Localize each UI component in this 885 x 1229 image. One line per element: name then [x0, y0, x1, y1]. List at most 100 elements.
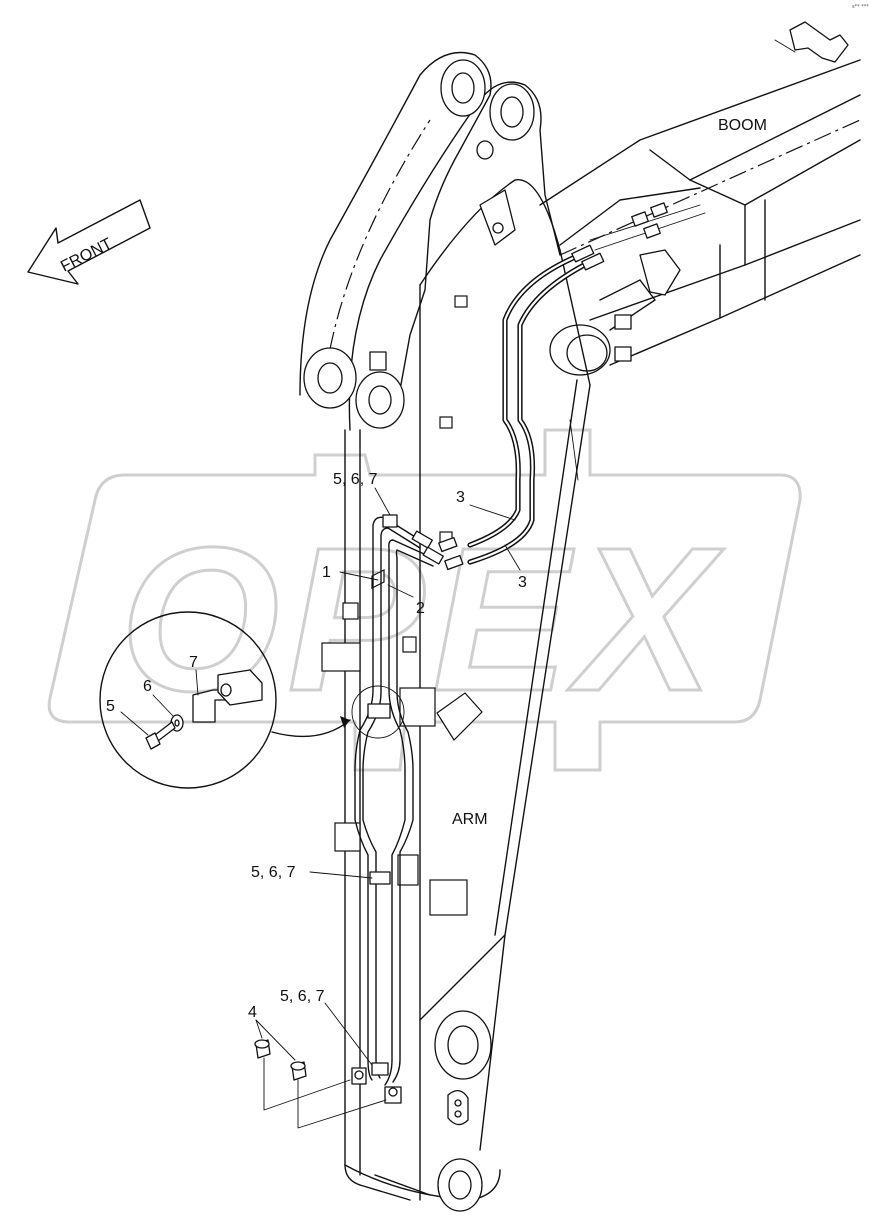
- bottom-fittings: [254, 1039, 402, 1129]
- boom-rear-edge: [719, 199, 766, 319]
- hose-fitting-1: [438, 536, 458, 553]
- pad: [334, 822, 361, 852]
- boom-fitting-3: [643, 223, 661, 239]
- arm-lower-taper: [419, 934, 506, 1021]
- pipe-2-outer: [384, 539, 434, 1086]
- hose-fitting-2: [444, 554, 464, 571]
- hose-3-fitting-top: [571, 244, 595, 263]
- leader-567-b: [309, 871, 373, 879]
- arm-foot-bore-right: [368, 385, 392, 415]
- arm-tip-bore-upper: [447, 1025, 479, 1065]
- clamp-middle-circled: [367, 703, 391, 719]
- arm-label: ARM: [452, 811, 488, 828]
- leader-5: [120, 711, 149, 736]
- watermark-gear-outline: [47, 428, 802, 772]
- leader-567-c: [324, 1002, 373, 1066]
- arm-tip-slot-hole-1: [454, 1099, 462, 1107]
- callout-567-b: 5, 6, 7: [251, 864, 296, 881]
- detail-circle: [99, 611, 277, 789]
- boom-label: BOOM: [718, 117, 767, 134]
- boom-outline-top: [539, 59, 861, 206]
- front-arrow-outline: [27, 199, 151, 285]
- leader-2: [387, 584, 414, 598]
- arm-bracket-plate-outer: [299, 51, 492, 396]
- callout-567-a: 5, 6, 7: [333, 471, 378, 488]
- arm-right-edge: [479, 384, 591, 1151]
- clip-7-hole: [220, 683, 232, 697]
- arm-tip-bore-lower: [448, 1170, 472, 1200]
- clamp-upper: [382, 514, 398, 528]
- detail-view: [99, 611, 351, 789]
- plug-4-b-top: [290, 1061, 306, 1071]
- arm-foot-clip: [369, 351, 387, 371]
- arm-bracket-centerline: [324, 119, 431, 381]
- boom-clamp-block: [789, 21, 849, 63]
- hose-assembly-3: [467, 244, 605, 565]
- hose-3-b-core: [468, 260, 592, 564]
- callout-3-b: 3: [518, 574, 527, 591]
- arm-top-plate-bolt: [492, 222, 504, 234]
- boom-underside-2: [589, 219, 861, 321]
- pad: [436, 692, 483, 741]
- clamp-lower: [369, 871, 391, 885]
- leader-567-a: [374, 487, 391, 516]
- callout-567-c: 5, 6, 7: [280, 988, 325, 1005]
- boom-pin: [566, 334, 608, 372]
- arm-tip-slot: [447, 1090, 469, 1126]
- hose-3-a-core: [468, 253, 582, 547]
- detail-pointer-head: [340, 716, 350, 728]
- plug-4-leader-a: [263, 1057, 351, 1111]
- leader-4-a: [255, 1019, 263, 1039]
- boom-pad-2: [614, 346, 632, 362]
- arm-tip-plate: [359, 1174, 431, 1201]
- callout-3-a: 3: [456, 489, 465, 506]
- leader-3-b: [504, 544, 521, 571]
- arm-top-stud: [476, 140, 494, 160]
- arm-weld-seam: [569, 419, 579, 481]
- boom-outline-mid: [649, 94, 861, 181]
- leader-6: [152, 694, 174, 717]
- callout-leaders: [255, 487, 521, 1066]
- callout-7: 7: [189, 654, 198, 671]
- front-arrow: FRONT: [27, 199, 151, 285]
- leader-7: [195, 669, 199, 696]
- sheet-code: s** ***: [852, 4, 869, 10]
- arm-structure: ARM: [299, 51, 591, 1212]
- detail-circle-marker: [351, 685, 405, 739]
- callout-2: 2: [416, 600, 425, 617]
- callouts: 5, 6, 7 1 2 3 3 5, 6, 7 5, 6, 7 4 5 6 7: [106, 471, 527, 1021]
- pad: [439, 416, 453, 429]
- boom-pad-1: [614, 314, 632, 330]
- clip-7-saddle: [217, 669, 263, 706]
- callout-4: 4: [248, 1004, 257, 1021]
- pad: [397, 854, 419, 886]
- pipe-1-inner: [362, 527, 421, 1079]
- washer-6-hole: [174, 719, 180, 727]
- boom-structure: BOOM: [539, 21, 861, 376]
- end-block-right-port: [388, 1087, 398, 1097]
- arm-top-plate: [479, 189, 516, 246]
- arm-tip-slot-hole-2: [454, 1110, 462, 1118]
- arm-top-bore-left: [451, 72, 475, 104]
- arm-foot-bore-left: [317, 362, 343, 394]
- callout-5: 5: [106, 698, 115, 715]
- front-label: FRONT: [58, 235, 115, 275]
- pipe-2-inner: [392, 549, 434, 1083]
- boom-outline-bottom: [559, 187, 701, 246]
- clamp-bottom: [371, 1062, 389, 1076]
- boom-fitting-1: [631, 211, 649, 227]
- arm-face-top: [419, 179, 561, 286]
- bolt-5-head: [145, 732, 161, 750]
- pad: [399, 687, 436, 727]
- pipe-fitting-2: [422, 546, 444, 565]
- pad: [342, 602, 359, 620]
- callout-1: 1: [322, 564, 331, 581]
- leader-3-a: [469, 504, 516, 521]
- arm-right-edge-2: [494, 379, 578, 936]
- pad: [429, 879, 468, 916]
- pad: [454, 295, 468, 308]
- boom-centerline: [559, 119, 861, 256]
- boom-nose-lug: [599, 279, 656, 331]
